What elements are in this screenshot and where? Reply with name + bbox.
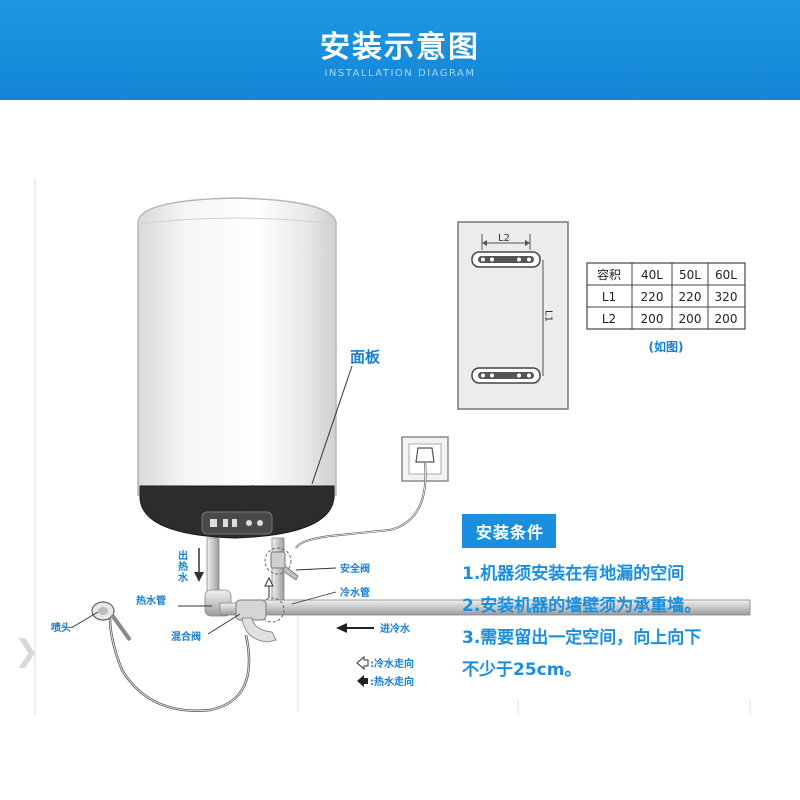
mixing-valve [235,599,277,643]
panel-label: 面板 [350,348,381,366]
spec-table: 容积 40L 50L 60L L1 220 220 320 L2 200 200… [586,262,746,354]
spec-caption: (如图) [649,339,684,354]
spec-cell: L1 [602,290,616,304]
shower-head-label: 喷头 [51,621,71,634]
spec-header-cell: 40L [641,268,663,282]
cold-flow-icon [356,655,369,671]
safety-valve-label: 安全阀 [340,562,370,575]
hot-flow-icon [357,675,368,687]
cold-pipe-label: 冷水管 [340,586,370,599]
spec-cell: 320 [715,290,738,304]
condition-item: 2.安装机器的墙壁须为承重墙。 [462,596,702,616]
spec-cell: 220 [679,290,702,304]
spec-header-cell: 容积 [597,267,621,282]
spec-cell: 200 [641,312,664,326]
l2-dimension-label: L2 [498,233,510,244]
chevron-left-icon[interactable]: ❯ [14,634,40,669]
header-banner: 安装示意图 INSTALLATION DIAGRAM [0,0,800,100]
shower-head [91,601,132,642]
cold-up-arrow [264,576,274,598]
wall-outline [34,178,751,715]
conditions-title: 安装条件 [462,514,557,548]
page-subtitle: INSTALLATION DIAGRAM [324,68,476,79]
cold-in-label: 进冷水 [380,622,411,635]
spec-cell: 200 [715,312,738,326]
hot-out-label: 出热水 [176,549,189,583]
spec-cell: 200 [679,312,702,326]
top-bracket [471,251,541,268]
condition-item: 不少于25cm。 [462,660,582,680]
page-title: 安装示意图 [320,30,480,65]
condition-item: 3.需要留出一定空间，向上向下 [462,628,702,648]
flow-legend [356,655,369,687]
l1-dimension-label: L1 [543,310,554,322]
installation-conditions: 安装条件 1.机器须安装在有地漏的空间 2.安装机器的墙壁须为承重墙。 3.需要… [462,514,792,686]
spec-header-cell: 50L [679,268,701,282]
installation-diagram: 面板 出热水 热水管 喷头 混合阀 安全阀 冷水管 进冷水 :冷水走向 :热水走… [34,178,751,715]
spec-header-cell: 60L [715,268,737,282]
hot-out-arrow [194,548,204,582]
mixing-valve-label: 混合阀 [171,630,201,643]
spec-cell: L2 [602,312,616,326]
hot-flow-label: :热水走向 [370,675,414,688]
condition-item: 1.机器须安装在有地漏的空间 [462,564,685,584]
cold-in-arrow [336,623,374,633]
bottom-bracket [471,367,541,384]
mounting-bracket-diagram: L2 L1 [457,221,569,410]
spec-cell: 220 [641,290,664,304]
hot-pipe-label: 热水管 [136,594,166,607]
water-heater [137,197,337,539]
cold-flow-label: :冷水走向 [370,657,414,670]
